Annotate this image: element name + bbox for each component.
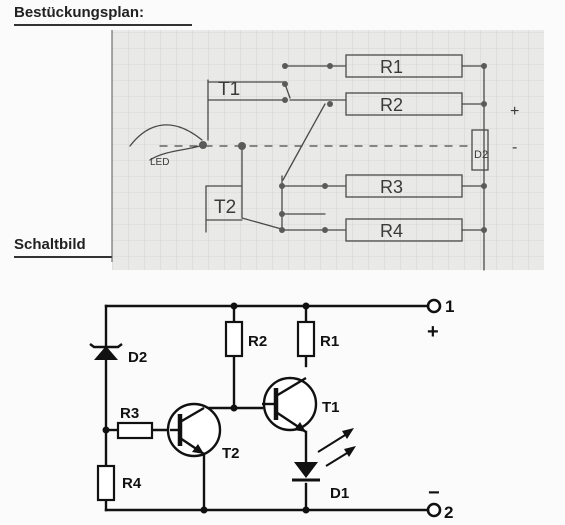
solder-pad	[282, 97, 288, 103]
r1-r2-wires	[329, 65, 485, 271]
solder-pad	[481, 227, 487, 233]
label-t1: T1	[322, 399, 340, 416]
led-d1	[292, 428, 356, 482]
solder-pad	[322, 227, 328, 233]
solder-pad	[279, 227, 285, 233]
resistor-r3-body	[345, 174, 463, 198]
diagonal-wire	[282, 103, 326, 181]
solder-pad	[282, 63, 288, 69]
junction-dot	[230, 302, 238, 310]
t2-pin-wires	[281, 175, 326, 231]
diode-d2-body	[471, 129, 489, 171]
t1-outline-wire	[207, 79, 286, 141]
label-terminal-2: 2	[444, 503, 453, 522]
junction-dot	[302, 506, 310, 514]
resistor-r4	[96, 464, 116, 502]
label-d2: D2	[128, 349, 147, 366]
label-r4: R4	[122, 475, 142, 492]
solder-pad	[238, 142, 246, 150]
solder-pad	[481, 101, 487, 107]
plan-label-r2: R2	[380, 95, 403, 115]
label-r2: R2	[248, 333, 267, 350]
label-plus: +	[427, 321, 439, 343]
label-r1: R1	[320, 333, 339, 350]
resistor-r4-body	[345, 218, 463, 242]
solder-pad	[282, 81, 288, 87]
resistor-r2-body	[345, 92, 463, 116]
label-d1: D1	[330, 485, 349, 502]
label-t2: T2	[222, 445, 240, 462]
resistor-r2	[224, 320, 244, 358]
plan-label-t1: T1	[218, 79, 240, 100]
schematic-heading: Schaltbild	[14, 236, 86, 253]
label-terminal-1: 1	[445, 297, 454, 316]
schematic-heading-underline	[14, 256, 118, 258]
solder-pad	[279, 211, 285, 217]
plan-label-r3: R3	[380, 177, 403, 197]
assembly-plan: T1 T2 R1 R2 R3 R4 D2 LED + -	[111, 30, 544, 271]
resistor-r3	[116, 421, 154, 440]
junction-dot	[102, 426, 110, 434]
solder-pad	[481, 63, 487, 69]
solder-pad	[327, 101, 333, 107]
t2-outline-wire	[205, 145, 286, 233]
plan-label-r4: R4	[380, 221, 403, 241]
transistor-t1	[262, 376, 318, 433]
solder-pad	[322, 183, 328, 189]
plan-label-d2: D2	[474, 149, 488, 161]
plan-label-led: LED	[150, 157, 169, 168]
zener-diode-d2	[89, 343, 123, 360]
plan-label-plus: +	[510, 103, 519, 120]
resistor-r1-body	[345, 54, 463, 78]
terminal-2	[426, 502, 442, 518]
solder-pad	[481, 183, 487, 189]
plan-label-minus: -	[512, 139, 517, 156]
solder-pad	[327, 63, 333, 69]
junction-dot	[302, 302, 310, 310]
transistor-t2	[166, 402, 222, 458]
resistor-r1	[296, 320, 316, 358]
solder-pad	[279, 183, 285, 189]
label-minus: −	[428, 482, 440, 504]
solder-pad	[199, 141, 207, 149]
label-r3: R3	[120, 405, 139, 422]
plan-label-r1: R1	[380, 57, 403, 77]
junction-dot	[230, 404, 238, 412]
assembly-plan-heading-underline	[14, 24, 192, 26]
plan-label-t2: T2	[214, 197, 236, 218]
junction-dot	[200, 506, 208, 514]
terminal-1	[426, 298, 442, 314]
r3-r4-wires	[324, 185, 485, 231]
assembly-plan-heading: Bestückungsplan:	[14, 4, 145, 21]
